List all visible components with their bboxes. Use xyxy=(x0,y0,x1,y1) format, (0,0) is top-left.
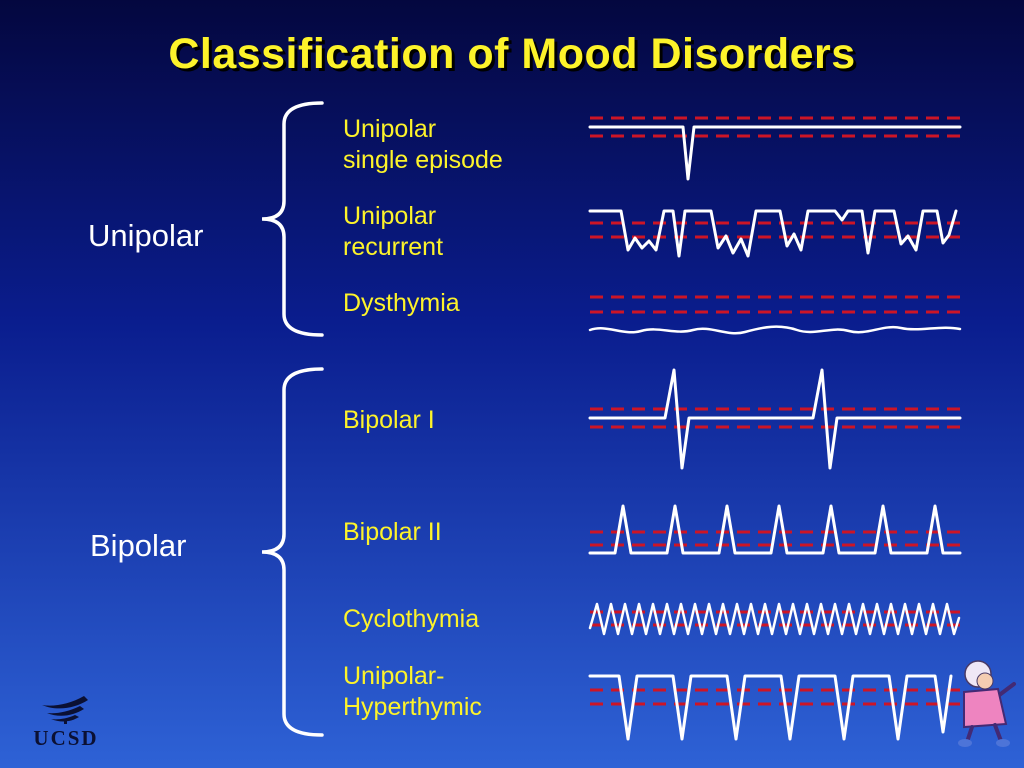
mood-line xyxy=(588,125,962,181)
mood-chart-bipolar-1 xyxy=(588,368,962,470)
clipart-body xyxy=(963,687,1008,729)
mood-chart-cyclothymia xyxy=(588,602,961,636)
mood-chart-unipolar-hyperthymic xyxy=(588,674,960,741)
item-label-dysthymia: Dysthymia xyxy=(343,289,460,317)
clipart-arm xyxy=(996,682,1016,698)
clipart-face xyxy=(976,672,994,690)
clipart-legs xyxy=(965,723,1003,744)
group-label-unipolar: Unipolar xyxy=(88,218,204,253)
logo-trunk xyxy=(64,720,67,724)
logo-branch xyxy=(47,706,84,716)
logo-branch xyxy=(42,696,88,709)
brace-bipolar-path xyxy=(261,367,324,737)
ucsd-logo-icon xyxy=(42,696,88,724)
item-label-unipolar-hyperthymic: Unipolar- Hyperthymic xyxy=(343,662,482,721)
group-label-bipolar: Bipolar xyxy=(90,528,187,563)
mood-chart-dysthymia xyxy=(588,295,962,335)
brace-bipolar xyxy=(261,367,324,737)
ucsd-logo-text: UCSD xyxy=(33,726,99,750)
slide-title: Classification of Mood Disorders xyxy=(168,30,856,78)
item-label-bipolar-2: Bipolar II xyxy=(343,518,442,546)
mood-line xyxy=(588,209,958,258)
item-label-unipolar-recurrent: Unipolar recurrent xyxy=(343,202,444,261)
mood-chart-bipolar-2 xyxy=(588,504,962,555)
item-label-bipolar-1: Bipolar I xyxy=(343,406,435,434)
clipart-shoe xyxy=(958,739,972,747)
brace-unipolar-path xyxy=(261,101,324,337)
mood-line xyxy=(588,325,962,335)
mood-line xyxy=(588,674,953,741)
logo-branch xyxy=(51,715,79,722)
clipart-shoe xyxy=(996,739,1010,747)
mood-line xyxy=(588,602,961,636)
mood-chart-unipolar-recurrent xyxy=(588,209,960,258)
item-label-unipolar-single-episode: Unipolar single episode xyxy=(343,115,503,174)
brace-unipolar xyxy=(261,101,324,337)
clipart-figure xyxy=(958,660,1016,747)
item-label-cyclothymia: Cyclothymia xyxy=(343,605,480,633)
mood-chart-unipolar-single-episode xyxy=(588,116,962,181)
mood-line xyxy=(588,504,962,555)
mood-line xyxy=(588,368,962,470)
